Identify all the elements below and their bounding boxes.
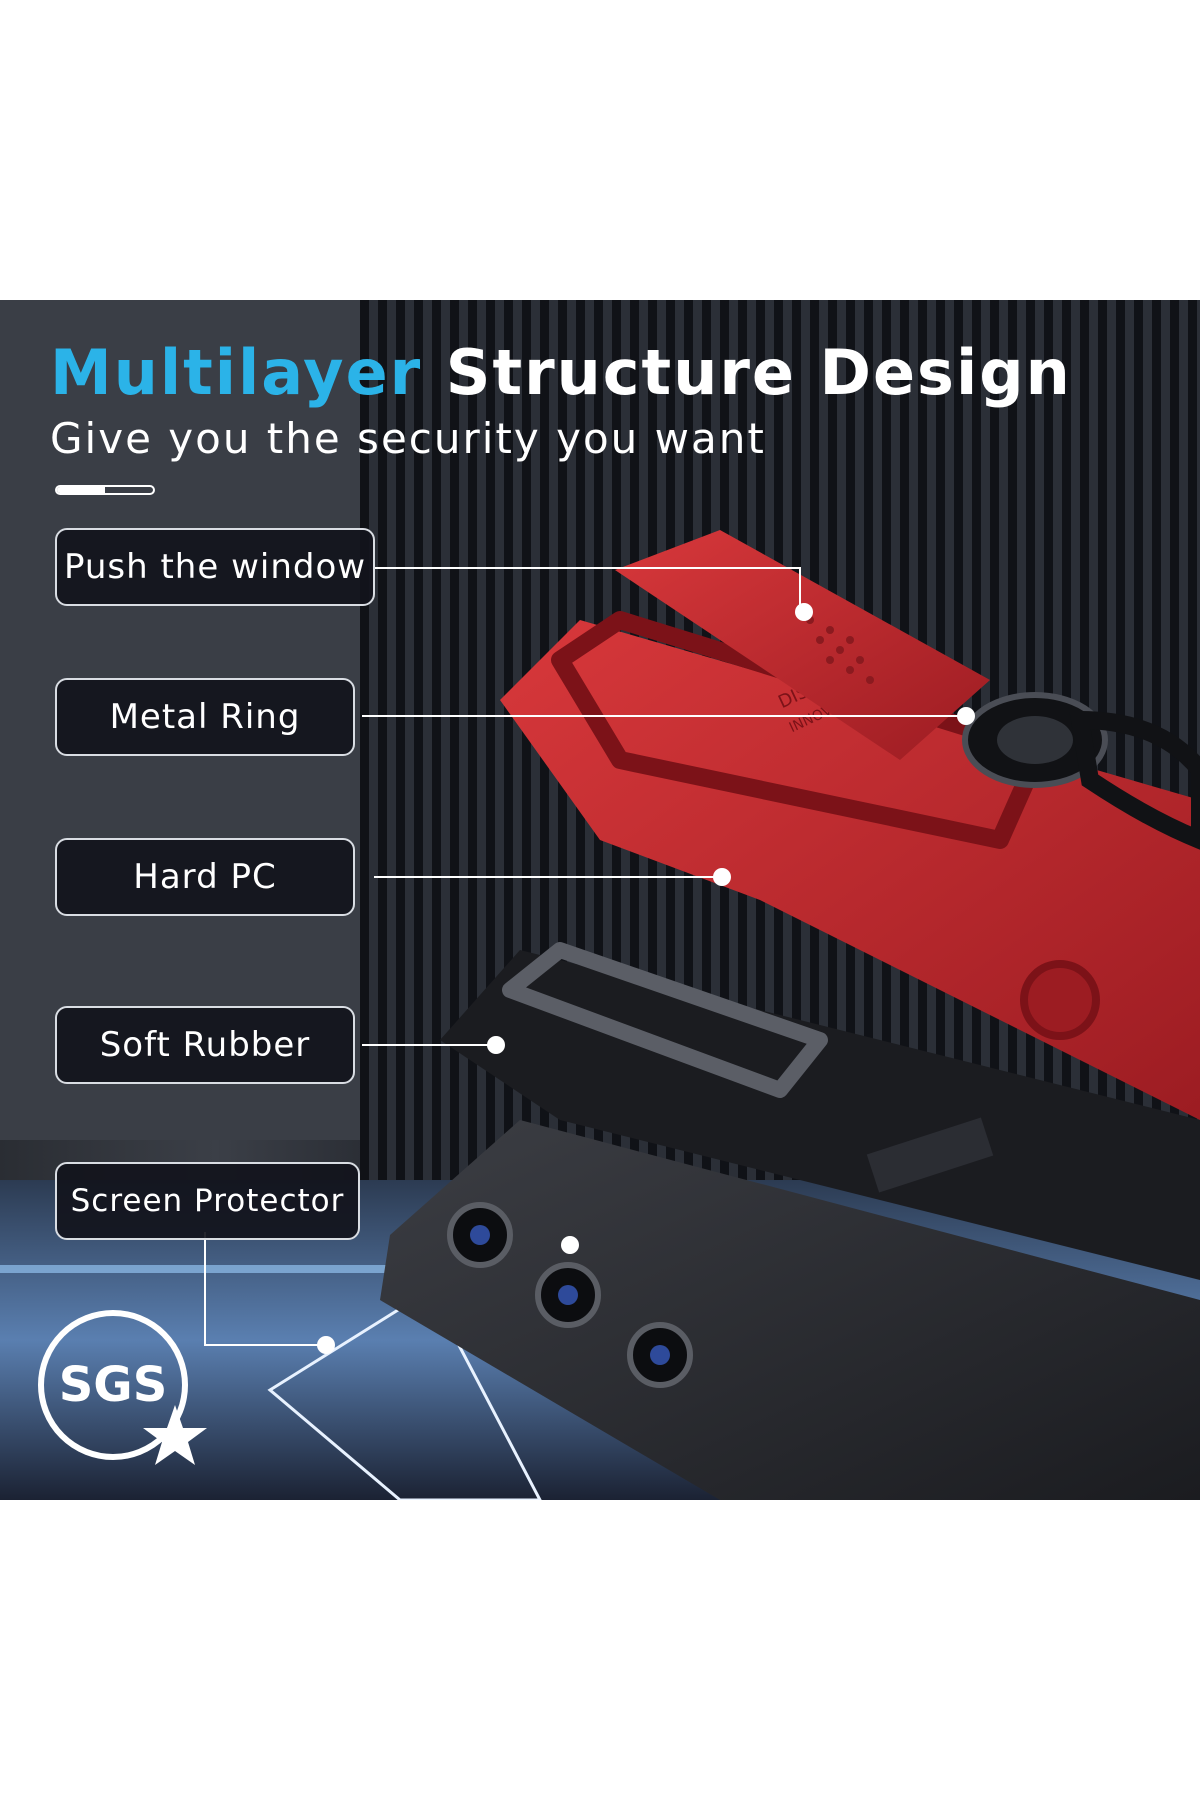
- subtitle: Give you the security you want: [50, 414, 766, 463]
- sgs-badge-text: SGS: [58, 1357, 168, 1413]
- slider-grip-dots: [806, 616, 874, 684]
- phone-body: [380, 1120, 1200, 1500]
- progress-bar: [55, 485, 155, 495]
- headline-accent: Multilayer: [50, 336, 423, 409]
- sgs-badge: SGS: [38, 1310, 188, 1460]
- connector-lines: [204, 567, 960, 1346]
- floor-light: [0, 1265, 520, 1273]
- headline: Multilayer Structure Design: [50, 342, 1072, 404]
- headline-rest: Structure Design: [445, 336, 1072, 409]
- metal-ring: [962, 692, 1200, 850]
- product-illustration: DISCOVER INNOVATION: [0, 300, 1200, 1500]
- camera-lens-2-glass: [558, 1285, 578, 1305]
- screen-protector-shape: [267, 1287, 542, 1500]
- label-metal-ring: Metal Ring: [55, 678, 355, 756]
- push-window-slider: [615, 530, 990, 760]
- rubber-grip-texture: [866, 1117, 994, 1193]
- label-push-the-window: Push the window: [55, 528, 375, 606]
- label-screen-protector: Screen Protector: [55, 1162, 360, 1240]
- product-banner: DISCOVER INNOVATION: [0, 300, 1200, 1500]
- label-soft-rubber: Soft Rubber: [55, 1006, 355, 1084]
- progress-fill: [57, 487, 105, 493]
- soft-rubber-camera-frame: [502, 942, 828, 1098]
- label-hard-pc: Hard PC: [55, 838, 355, 916]
- star-icon: [143, 1405, 207, 1465]
- hard-pc-camera-frame: [551, 611, 1049, 849]
- hard-pc-kickstand-hub: [1020, 960, 1100, 1040]
- connector-dots: [317, 603, 975, 1354]
- camera-lens-1-glass: [470, 1225, 490, 1245]
- flash-light: [561, 1236, 579, 1254]
- camera-lens-3-glass: [650, 1345, 670, 1365]
